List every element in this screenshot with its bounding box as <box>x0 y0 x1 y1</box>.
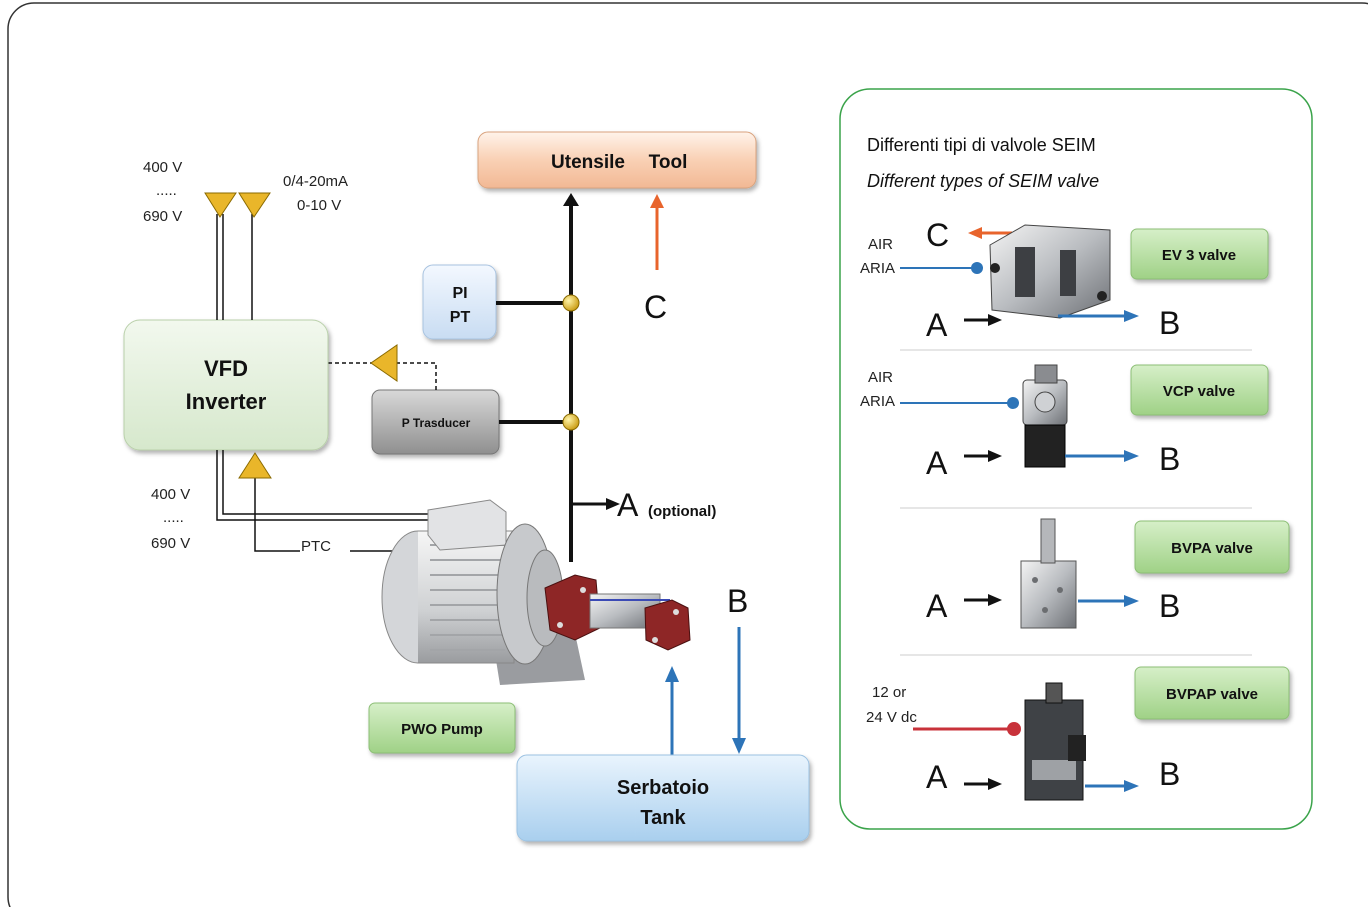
ev3-aria-label: ARIA <box>860 260 895 277</box>
bvpa-b-label: B <box>1159 588 1180 624</box>
panel-title-it: Differenti tipi di valvole SEIM <box>867 135 1096 155</box>
signal-input-triangle-icon <box>238 192 271 218</box>
pump-label-box: PWO Pump <box>368 702 516 754</box>
return-arrowhead <box>732 738 746 754</box>
bvpa-name-box <box>1134 520 1290 574</box>
signal-triangle-icon <box>370 344 398 382</box>
ev3-name: EV 3 valve <box>1162 247 1236 264</box>
vcp-b-label: B <box>1159 441 1180 477</box>
motor-power-lines <box>216 450 430 552</box>
signal-top-v: 0-10 V <box>297 197 341 214</box>
ev3-air-port <box>971 262 983 274</box>
optional-note: (optional) <box>648 503 716 520</box>
tool-label-it: Utensile <box>551 152 625 173</box>
vcp-air-label: AIR <box>868 369 893 386</box>
signal-top-ma: 0/4-20mA <box>283 173 348 190</box>
transducer-junction <box>562 413 580 431</box>
valve-row-bvpa: A B BVPA valve <box>926 518 1290 629</box>
ptc-triangle-icon <box>238 452 272 479</box>
tank-label-it: Serbatoio <box>617 777 709 799</box>
voltage-bottom-690: 690 V <box>151 535 190 552</box>
p-transducer-box: P Trasducer <box>371 389 500 455</box>
bvpap-a-label: A <box>926 759 948 795</box>
ev3-c-arrowhead <box>968 227 982 239</box>
panel-title-en: Different types of SEIM valve <box>867 171 1099 191</box>
bvpap-name-box <box>1134 666 1290 720</box>
pt-label: PT <box>450 309 471 326</box>
pump-motor-illustration <box>381 499 691 685</box>
pi-junction <box>562 294 580 312</box>
transducer-signal <box>397 362 437 390</box>
voltage-top-400: 400 V <box>143 159 182 176</box>
valve-row-vcp: AIR ARIA A B VCP valve <box>860 364 1269 481</box>
pi-label: PI <box>452 285 467 302</box>
ev3-valve-icon <box>989 224 1111 319</box>
voltage-bottom-400: 400 V <box>151 486 190 503</box>
valve-panel: Differenti tipi di valvole SEIM Differen… <box>839 88 1313 830</box>
power-input-triangle-icon <box>204 192 237 218</box>
optional-a-label: A <box>617 487 639 523</box>
voltage-bottom-dots: ..... <box>163 509 184 526</box>
c-arrow-head <box>650 194 664 208</box>
vfd-box: VFD Inverter <box>123 319 329 451</box>
outer-frame <box>7 2 1368 907</box>
voltage-top-dots: ..... <box>156 182 177 199</box>
ptc-label: PTC <box>301 538 331 555</box>
bvpap-b-label: B <box>1159 756 1180 792</box>
voltage-top-690: 690 V <box>143 208 182 225</box>
suction-arrowhead <box>665 666 679 682</box>
bvpa-name: BVPA valve <box>1171 540 1253 557</box>
ev3-name-box <box>1130 228 1269 280</box>
ev3-a-label: A <box>926 307 948 343</box>
port-c-label: C <box>644 289 667 325</box>
vcp-air-port <box>1007 397 1019 409</box>
top-power-lines <box>216 214 253 320</box>
bvpap-power-port <box>1007 722 1021 736</box>
valve-row-ev3: AIR ARIA C A B EV 3 valve <box>860 217 1269 343</box>
optional-a-arrowhead <box>606 498 620 510</box>
bvpap-input-label-1: 12 or <box>872 684 906 701</box>
tool-box: Utensile Tool <box>477 131 757 189</box>
vcp-aria-label: ARIA <box>860 393 895 410</box>
pressure-line-arrowhead <box>563 193 579 206</box>
tool-label-en: Tool <box>649 152 688 173</box>
bvpap-name: BVPAP valve <box>1166 686 1258 703</box>
vcp-name: VCP valve <box>1163 383 1235 400</box>
port-b-label: B <box>727 583 748 619</box>
vcp-a-label: A <box>926 445 948 481</box>
valve-row-bvpap: 12 or 24 V dc A B BVPAP valve <box>866 666 1290 801</box>
bvpa-a-label: A <box>926 588 948 624</box>
tank-box: Serbatoio Tank <box>516 754 810 842</box>
p-transducer-label: P Trasducer <box>402 416 471 430</box>
bvpap-input-label-2: 24 V dc <box>866 709 917 726</box>
vcp-name-box <box>1130 364 1269 416</box>
vfd-label: VFD <box>204 356 248 381</box>
ev3-air-label: AIR <box>868 236 893 253</box>
ev3-b-label: B <box>1159 305 1180 341</box>
pi-pt-box: PI PT <box>422 264 497 340</box>
inverter-label: Inverter <box>186 389 267 414</box>
bvpa-valve-icon <box>1020 560 1077 629</box>
pump-label: PWO Pump <box>401 721 483 738</box>
ev3-c-label: C <box>926 217 949 253</box>
tank-label-en: Tank <box>640 807 686 829</box>
